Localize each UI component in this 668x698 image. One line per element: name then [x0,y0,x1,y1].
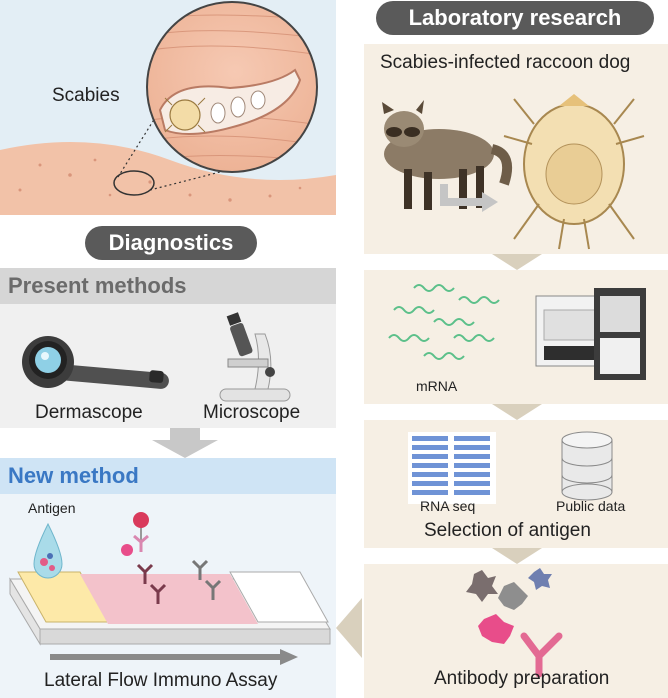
antigen-drop-icon [33,522,63,579]
rna-seq-table-icon [408,432,496,504]
down-arrow-icon [492,254,542,270]
antibody-icon [520,632,563,678]
sequencing-panel: mRNA [364,270,668,404]
public-data-label: Public data [556,498,626,514]
skin-illustration [0,1,336,215]
dermascope-icon [22,336,169,389]
microscope-label: Microscope [203,402,301,423]
raccoon-panel: Scabies-infected raccoon dog [364,44,668,254]
present-methods-panel: Dermascope Microscope [0,304,336,428]
control-antibody-icon [191,559,222,600]
new-method-bar: New method [0,458,336,494]
present-methods-bar: Present methods [0,268,336,304]
rna-seq-label: RNA seq [420,498,476,514]
microscope-icon [219,312,291,402]
arrow-icon [440,184,498,212]
flow-arrow-icon [50,649,298,665]
left-arrow-icon [336,598,362,658]
mrna-strands-icon [388,284,500,360]
down-arrow-icon [152,428,218,458]
laboratory-research-pill: Laboratory research [376,1,654,35]
new-method-title: New method [8,463,139,488]
selection-panel: RNA seq Public data Selection of antigen [364,420,668,548]
gold-antibody-icon [121,512,149,556]
scabies-skin-panel: Scabies [0,0,336,215]
diagnostics-pill: Diagnostics [85,226,257,260]
mrna-label: mRNA [416,378,458,394]
antibody-panel: Antibody preparation [364,564,668,698]
down-arrow-icon [492,404,542,420]
capture-antibody-icon [136,563,167,604]
dermascope-label: Dermascope [35,402,143,423]
sequencer-icon [535,288,646,380]
antigen-label: Antigen [28,500,76,516]
selection-caption: Selection of antigen [424,520,591,541]
antigen-particles-icon [466,568,552,644]
scabies-label: Scabies [52,85,120,106]
raccoon-dog-icon [382,100,512,210]
lateral-flow-strip [9,571,331,646]
lfia-caption: Lateral Flow Immuno Assay [44,670,278,691]
raccoon-caption: Scabies-infected raccoon dog [380,52,631,73]
mite-icon [503,94,645,250]
down-arrow-icon [492,548,542,564]
present-methods-title: Present methods [8,273,187,298]
antibody-caption: Antibody preparation [434,668,610,689]
database-icon [561,431,613,501]
new-method-panel: Antigen Lateral Flow Immuno Assay [0,494,336,698]
